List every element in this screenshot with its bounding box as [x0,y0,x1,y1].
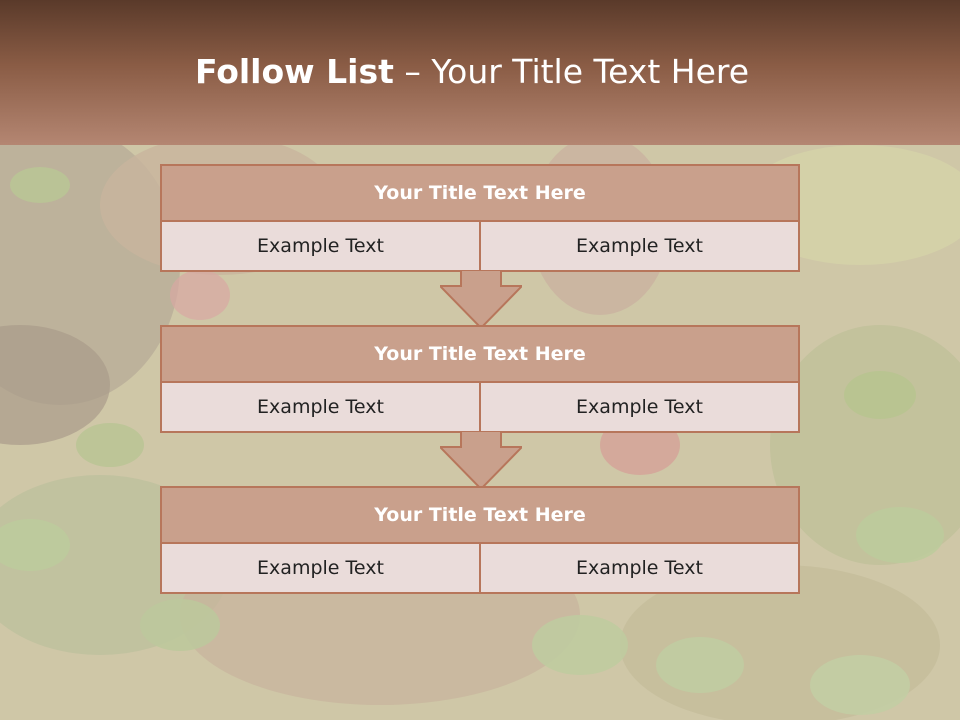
step-cell-left[interactable]: Example Text [162,544,479,592]
slide-title: Follow List – Your Title Text Here [0,52,944,91]
step-cell-left[interactable]: Example Text [162,222,479,270]
step-title[interactable]: Your Title Text Here [162,488,798,544]
step-row: Example Text Example Text [162,544,798,592]
step-row: Example Text Example Text [162,383,798,431]
step-title[interactable]: Your Title Text Here [162,166,798,222]
step-row: Example Text Example Text [162,222,798,270]
step-panel-2: Your Title Text Here Example Text Exampl… [160,325,800,433]
step-cell-right[interactable]: Example Text [479,383,798,431]
step-title[interactable]: Your Title Text Here [162,327,798,383]
step-panel-3: Your Title Text Here Example Text Exampl… [160,486,800,594]
step-cell-right[interactable]: Example Text [479,222,798,270]
slide-title-rest: – Your Title Text Here [393,52,750,91]
slide-header: Follow List – Your Title Text Here [0,0,960,145]
arrow-down-icon [440,431,522,491]
step-cell-right[interactable]: Example Text [479,544,798,592]
step-panel-1: Your Title Text Here Example Text Exampl… [160,164,800,272]
arrow-down-icon [440,270,522,330]
step-cell-left[interactable]: Example Text [162,383,479,431]
slide-title-bold: Follow List [194,52,394,91]
